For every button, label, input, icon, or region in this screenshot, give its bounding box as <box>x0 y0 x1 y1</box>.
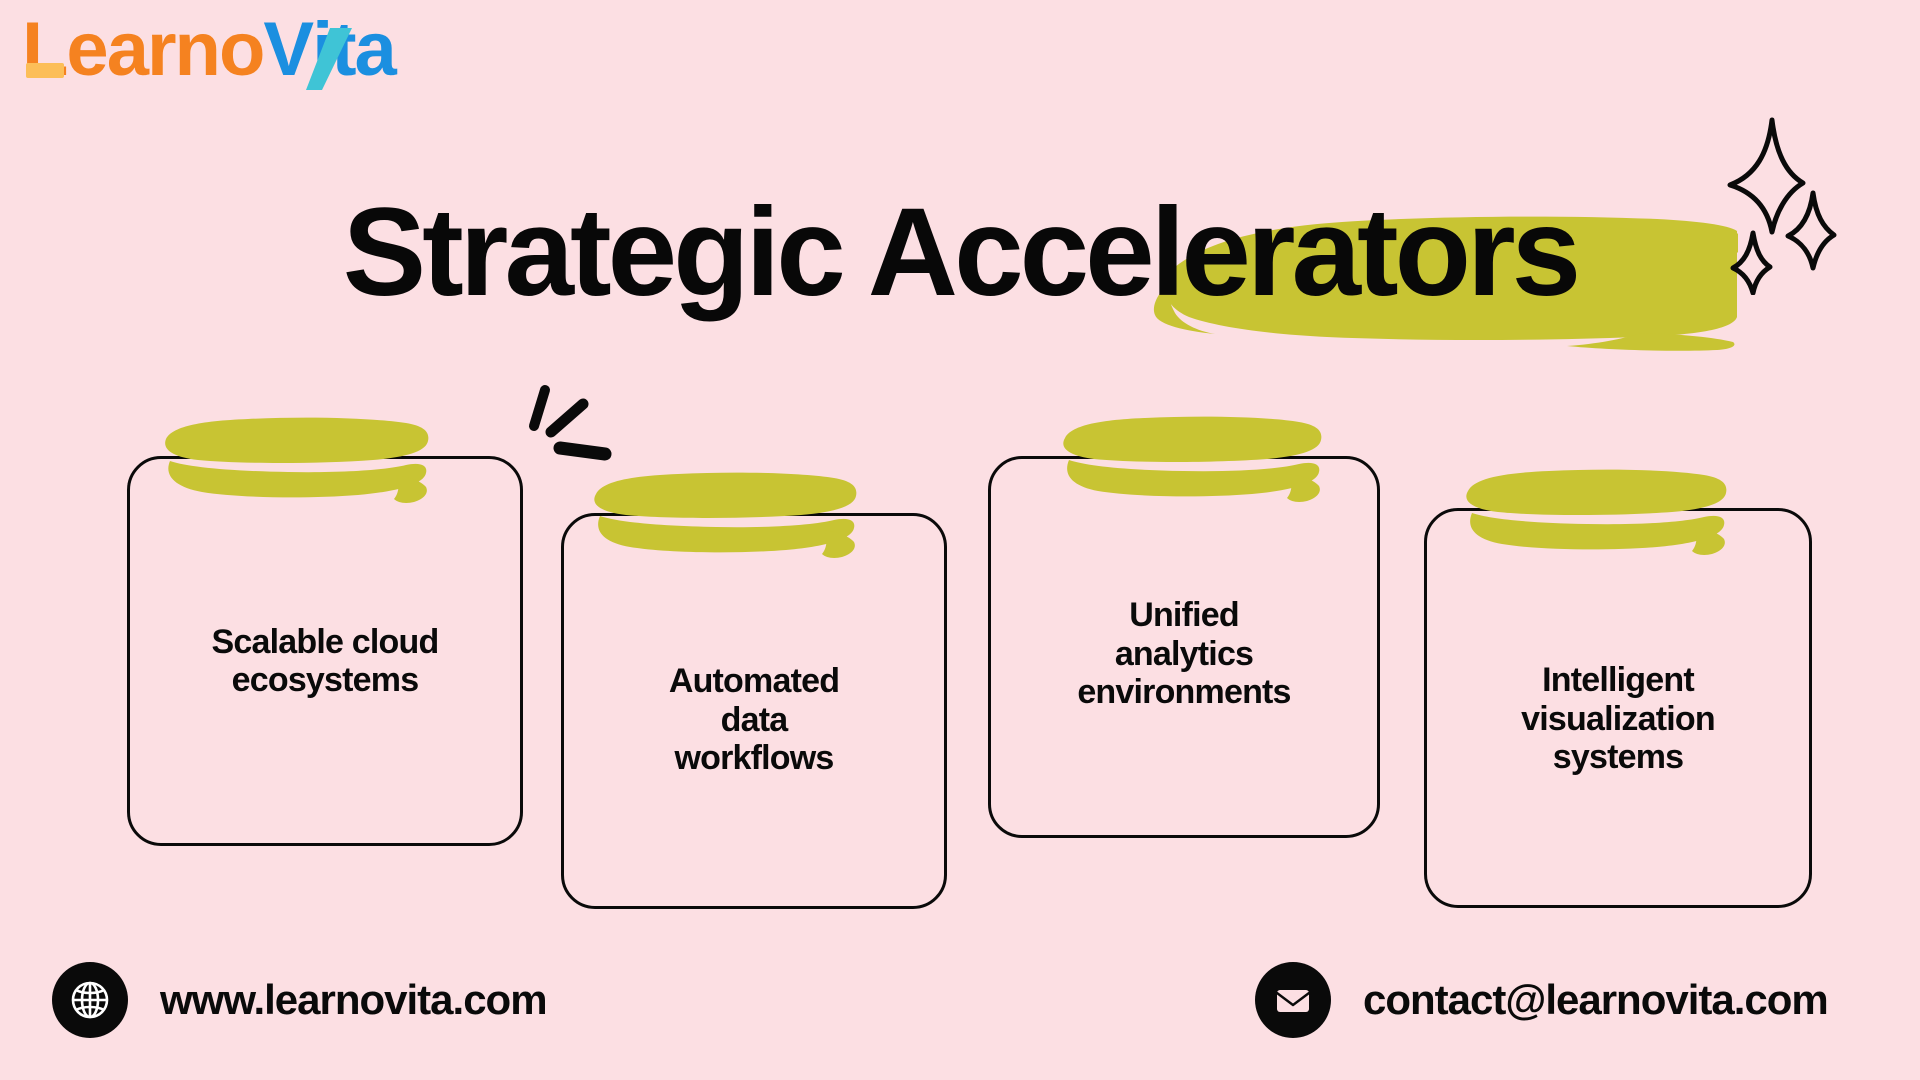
website-url: www.learnovita.com <box>160 976 548 1023</box>
brush-stroke-icon <box>1063 416 1322 502</box>
envelope-icon <box>1255 962 1331 1038</box>
footer-email[interactable]: contact@learnovita.com <box>1255 962 1829 1038</box>
brush-stroke-icon <box>594 472 857 558</box>
page-title-area: Strategic Accelerators <box>0 183 1920 351</box>
card-label: Intelligent visualization systems <box>1521 661 1715 777</box>
card-label: Automated data workflows <box>668 662 840 778</box>
accelerator-card[interactable]: Unified analytics environments <box>988 416 1380 838</box>
accelerator-card[interactable]: Automated data workflows <box>561 472 947 909</box>
logo-l-foot-accent <box>26 63 64 78</box>
accelerator-card[interactable]: Scalable cloud ecosystems <box>127 417 523 846</box>
emphasis-strokes-icon <box>529 385 612 461</box>
card-label: Unified analytics environments <box>1077 596 1291 712</box>
brush-stroke-icon <box>1466 469 1727 555</box>
globe-icon <box>52 962 128 1038</box>
sparkle-cluster-icon <box>1727 117 1837 295</box>
brush-stroke-icon <box>165 417 429 503</box>
page-title: Strategic Accelerators <box>342 183 1581 322</box>
logo-text-v: V <box>263 7 314 92</box>
logo-text-ita: ita <box>312 7 397 92</box>
email-address: contact@learnovita.com <box>1363 976 1829 1023</box>
accelerator-card[interactable]: Intelligent visualization systems <box>1424 469 1812 908</box>
brand-logo: LearnoVita <box>22 7 397 92</box>
card-label: Scalable cloud ecosystems <box>211 622 440 699</box>
footer-website[interactable]: www.learnovita.com <box>52 962 548 1038</box>
